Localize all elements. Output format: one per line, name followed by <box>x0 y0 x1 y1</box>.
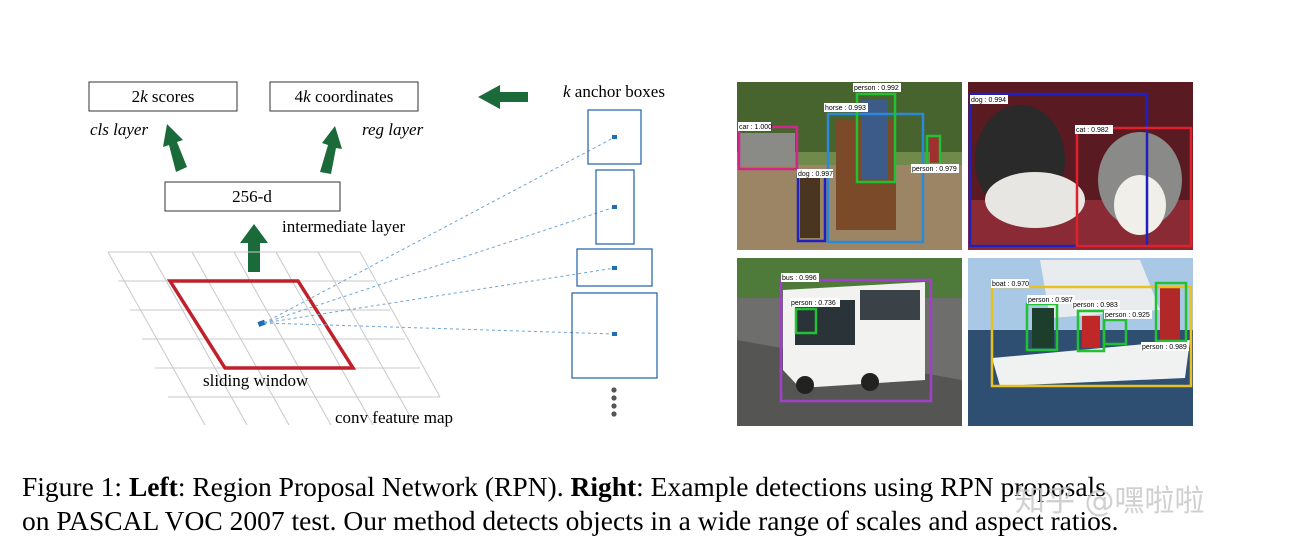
arrow-from-anchors <box>478 85 528 109</box>
caption-line-2: on PASCAL VOC 2007 test. Our method dete… <box>22 505 1119 536</box>
scores-box-text: 2k scores <box>132 87 195 106</box>
arrow-group <box>163 85 528 272</box>
detection-box <box>779 278 933 403</box>
detection-box <box>968 92 1149 248</box>
detection-label: car : 1.000 <box>739 124 772 131</box>
detection-label: person : 0.989 <box>1142 344 1187 351</box>
sliding-window <box>166 279 357 370</box>
detection-label: person : 0.925 <box>1105 312 1150 319</box>
photo-bus: bus : 0.996 person : 0.736 <box>737 258 962 426</box>
intermediate-box-text: 256-d <box>232 187 272 206</box>
caption-right-text: : Example detections using RPN proposals <box>636 471 1106 502</box>
scores-box <box>88 81 238 112</box>
photo-dog-cat: dog : 0.994 cat : 0.982 <box>968 82 1193 250</box>
detection-label: horse : 0.993 <box>825 105 866 112</box>
detection-label: cat : 0.982 <box>1076 127 1109 134</box>
figure-canvas: 2k scores 4k coordinates cls layer reg l… <box>88 81 1193 427</box>
caption-prefix: Figure 1: <box>22 471 129 502</box>
detection-label: bus : 0.996 <box>782 275 817 282</box>
detection-label: boat : 0.970 <box>992 281 1029 288</box>
watermark: 知乎 @嘿啦啦 <box>1015 484 1205 519</box>
anchor-box <box>587 109 642 165</box>
anchor-centers <box>612 135 617 336</box>
detection-box <box>1154 281 1188 343</box>
photo-horse-scene: car : 1.000 horse : 0.993 person : 0.992… <box>737 82 962 250</box>
reg-layer-label: reg layer <box>362 120 424 139</box>
caption-line-1: Figure 1: Left: Region Proposal Network … <box>22 470 1272 504</box>
anchor-box <box>576 248 653 287</box>
arrow-to-scores <box>163 124 187 172</box>
coordinates-box <box>269 81 419 112</box>
intermediate-layer-label: intermediate layer <box>282 217 406 236</box>
detection-box <box>990 285 1193 388</box>
detection-label: person : 0.736 <box>791 300 836 307</box>
detection-label: person : 0.992 <box>854 85 899 92</box>
anchor-box <box>571 292 658 379</box>
detection-box <box>1075 126 1193 248</box>
anchor-box <box>595 169 635 245</box>
arrow-to-coords <box>320 126 342 174</box>
window-center <box>257 319 266 327</box>
caption-left-bold: Left <box>128 471 178 502</box>
detection-box <box>855 92 897 184</box>
detection-label: person : 0.979 <box>912 166 957 173</box>
caption-right-bold: Right <box>570 471 637 502</box>
detection-box <box>794 307 818 335</box>
feature-map-label: conv feature map <box>335 408 453 427</box>
cls-layer-label: cls layer <box>90 120 148 139</box>
detection-label: dog : 0.994 <box>971 97 1006 104</box>
detection-label: person : 0.987 <box>1028 297 1073 304</box>
more-anchors-dots <box>611 387 617 417</box>
anchor-projection-lines <box>263 136 616 335</box>
arrow-to-intermediate <box>240 224 268 272</box>
detection-label: dog : 0.997 <box>798 171 833 178</box>
detection-box <box>1102 318 1128 346</box>
coordinates-box-text: 4k coordinates <box>295 87 394 106</box>
anchor-boxes-label: k anchor boxes <box>563 82 665 101</box>
intermediate-box <box>164 181 341 212</box>
sliding-window-label: sliding window <box>203 371 309 390</box>
feature-map-grid <box>107 251 441 426</box>
photo-sailboat: boat : 0.970 person : 0.987 person : 0.9… <box>968 258 1193 426</box>
figure-caption: Figure 1: Left: Region Proposal Network … <box>22 470 1272 538</box>
caption-left-text: : Region Proposal Network (RPN). <box>177 471 571 502</box>
detection-label: person : 0.983 <box>1073 302 1118 309</box>
rpn-diagram: 2k scores 4k coordinates cls layer reg l… <box>88 81 665 427</box>
anchor-box-group <box>571 109 658 379</box>
